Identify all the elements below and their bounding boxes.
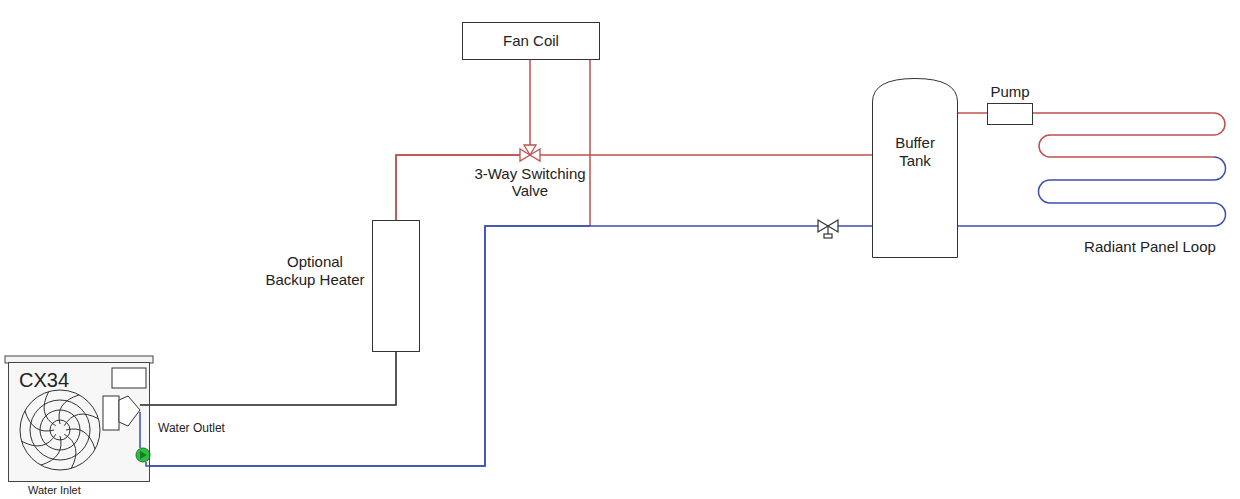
fan-coil-box: Fan Coil [462, 22, 600, 60]
pipe-connector [396, 60, 530, 220]
pipe-segment [150, 226, 590, 466]
pipe-label: Water Outlet [158, 421, 248, 435]
pipe-segment [396, 155, 872, 220]
circulation-pump [136, 448, 150, 462]
compressor [103, 396, 119, 430]
pipe-segment [958, 157, 1226, 226]
node-label: CX34 [19, 368, 69, 392]
pipe-segment [396, 60, 530, 220]
heat-pump-unit: CX34 [8, 362, 150, 482]
pipe-connector [150, 352, 396, 405]
unit-body [8, 362, 150, 482]
pipe-label: 3-Way Switching Valve [462, 165, 598, 199]
backup-heater: Optional Backup Heater [372, 220, 420, 352]
pipe-segment [589, 60, 591, 226]
pipe-connector [150, 226, 872, 466]
pump-box: Pump [987, 103, 1033, 125]
pipe-connector [150, 60, 590, 466]
three-way-valve [520, 145, 540, 161]
pipe-label: Radiant Panel Loop [1068, 238, 1232, 255]
pipe-segment [958, 112, 987, 114]
pipe-connector [396, 155, 872, 220]
control-box [112, 368, 146, 388]
node-label: Buffer Tank [882, 134, 948, 170]
pipe-label: Water Inlet [28, 484, 118, 497]
fan-blade [64, 434, 76, 468]
pipe-segment [1033, 113, 1225, 157]
outlet-pipe [140, 404, 150, 406]
buffer-tank: Buffer Tank [872, 78, 958, 258]
fan-grille [20, 390, 100, 470]
pipe-connector [958, 113, 1226, 226]
pump-arrow [140, 451, 147, 459]
node-label: Pump [970, 83, 1050, 101]
fan-blade [64, 414, 98, 426]
node-label: Fan Coil [503, 32, 559, 50]
pipe-connector [958, 113, 987, 114]
pipe-segment [150, 352, 396, 405]
heat-exchanger [119, 396, 140, 426]
pipe-segment [150, 226, 872, 466]
inlet-pipe [139, 412, 141, 448]
node-label: Optional Backup Heater [263, 253, 367, 289]
check-valve [818, 220, 838, 238]
fan-blade [44, 392, 56, 426]
fan-blade [22, 434, 56, 446]
